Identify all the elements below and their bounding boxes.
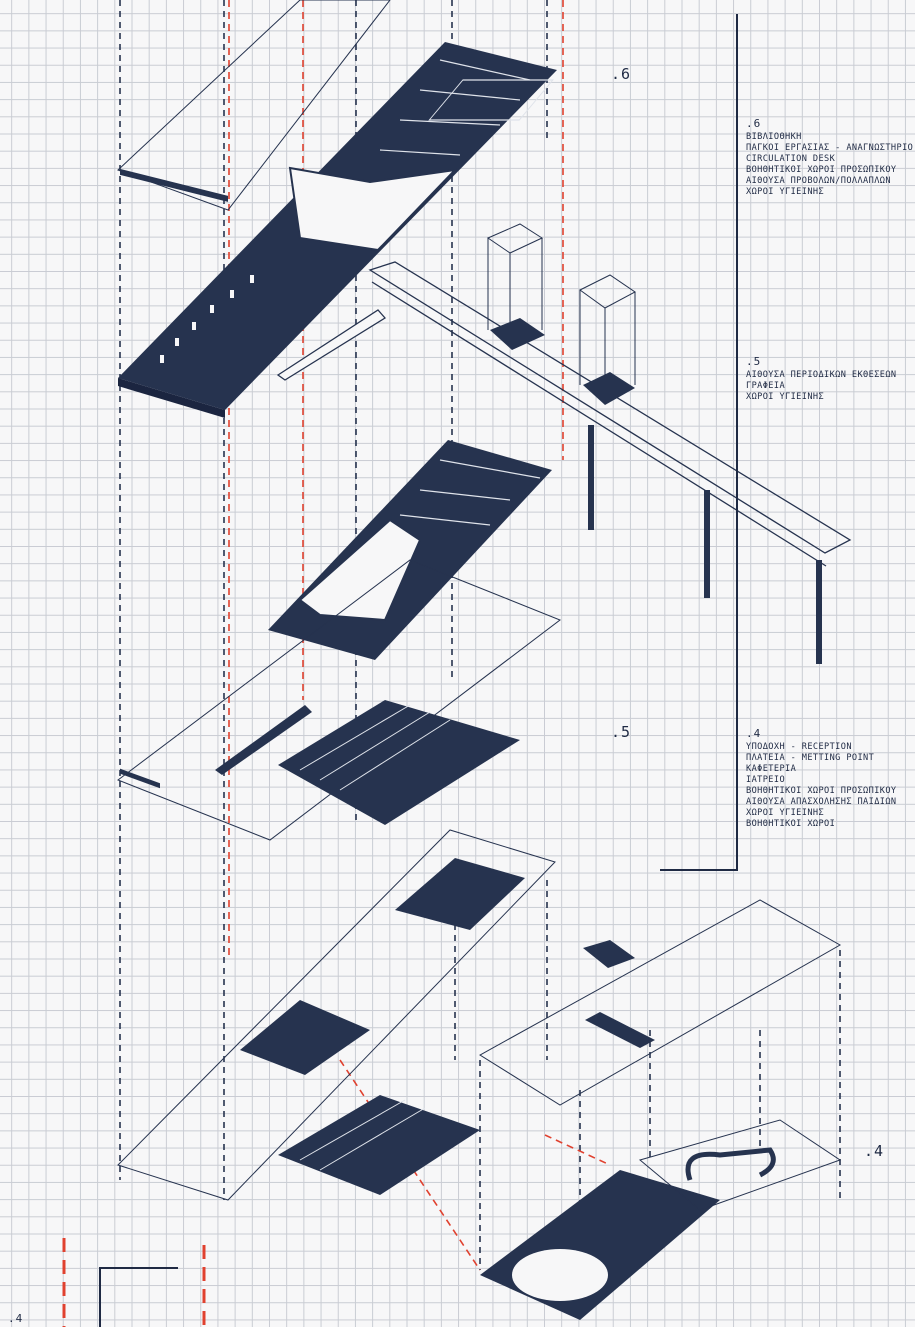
legend-item: ΙΑΤΡΕΙΟ (746, 775, 786, 785)
walkway-bridge (276, 261, 852, 567)
level-label-4-corner: .4 (8, 1312, 24, 1325)
legend-item: ΧΩΡΟΙ ΥΓΙΕΙΝΗΣ (746, 392, 825, 402)
legend-item: ΠΛΑΤΕΙΑ - METTING POINT (746, 753, 875, 763)
legend-heading: .4 (746, 727, 762, 740)
tower-bases (490, 318, 635, 405)
legend-item: ΓΡΑΦΕΙΑ (746, 381, 786, 391)
level-label-5: .5 (611, 723, 632, 741)
legend-item: CIRCULATION DESK (746, 154, 836, 164)
legend-item: ΒΟΗΘΗΤΙΚΟΙ ΧΩΡΟΙ ΠΡΟΣΩΠΙΚΟΥ (746, 786, 897, 796)
legend-item: ΑΙΘΟΥΣΑ ΑΠΑΣΧΟΛΗΣΗΣ ΠΑΙΔΙΩΝ (746, 797, 897, 807)
level-5-floorplate (116, 440, 562, 841)
legend-item: ΚΑΦΕΤΕΡΙΑ (746, 764, 797, 774)
level-6-floorplate (117, 0, 557, 418)
legend-item: ΑΙΘΟΥΣΑ ΠΕΡΙΟΔΙΚΩΝ ΕΚΘΕΣΕΩΝ (746, 370, 897, 380)
legend-item: ΧΩΡΟΙ ΥΓΙΕΙΝΗΣ (746, 187, 825, 197)
legend-item: ΒΟΗΘΗΤΙΚΟΙ ΧΩΡΟΙ (746, 819, 836, 829)
towers (486, 223, 636, 400)
legend-item: ΒΟΗΘΗΤΙΚΟΙ ΧΩΡΟΙ ΠΡΟΣΩΠΙΚΟΥ (746, 165, 897, 175)
legend-heading: .5 (746, 355, 762, 368)
legend-item: ΒΙΒΛΙΟΘΗΚΗ (746, 132, 802, 142)
bridge-pillars (588, 425, 822, 664)
level-4-floorplate (117, 829, 842, 1320)
legend-item: ΑΙΘΟΥΣΑ ΠΡΟΒΟΛΩΝ/ΠΟΛΛΑΠΛΩΝ (746, 176, 891, 186)
level-label-6: .6 (611, 65, 632, 83)
legend-item: ΠΑΓΚΟΙ ΕΡΓΑΣΙΑΣ - ΑΝΑΓΝΩΣΤΗΡΙΟ (746, 143, 914, 153)
level-label-4: .4 (864, 1142, 885, 1160)
level-frame (99, 14, 738, 1327)
legend-level-4: .4 ΥΠΟΔΟΧΗ - RECEPTION ΠΛΑΤΕΙΑ - METTING… (746, 728, 897, 830)
legend-item: ΧΩΡΟΙ ΥΓΙΕΙΝΗΣ (746, 808, 825, 818)
legend-level-6: .6 ΒΙΒΛΙΟΘΗΚΗ ΠΑΓΚΟΙ ΕΡΓΑΣΙΑΣ - ΑΝΑΓΝΩΣΤ… (746, 118, 913, 198)
red-thick-markers (62, 1238, 206, 1327)
legend-heading: .6 (746, 117, 762, 130)
legend-level-5: .5 ΑΙΘΟΥΣΑ ΠΕΡΙΟΔΙΚΩΝ ΕΚΘΕΣΕΩΝ ΓΡΑΦΕΙΑ Χ… (746, 356, 897, 403)
legend-item: ΥΠΟΔΟΧΗ - RECEPTION (746, 742, 852, 752)
